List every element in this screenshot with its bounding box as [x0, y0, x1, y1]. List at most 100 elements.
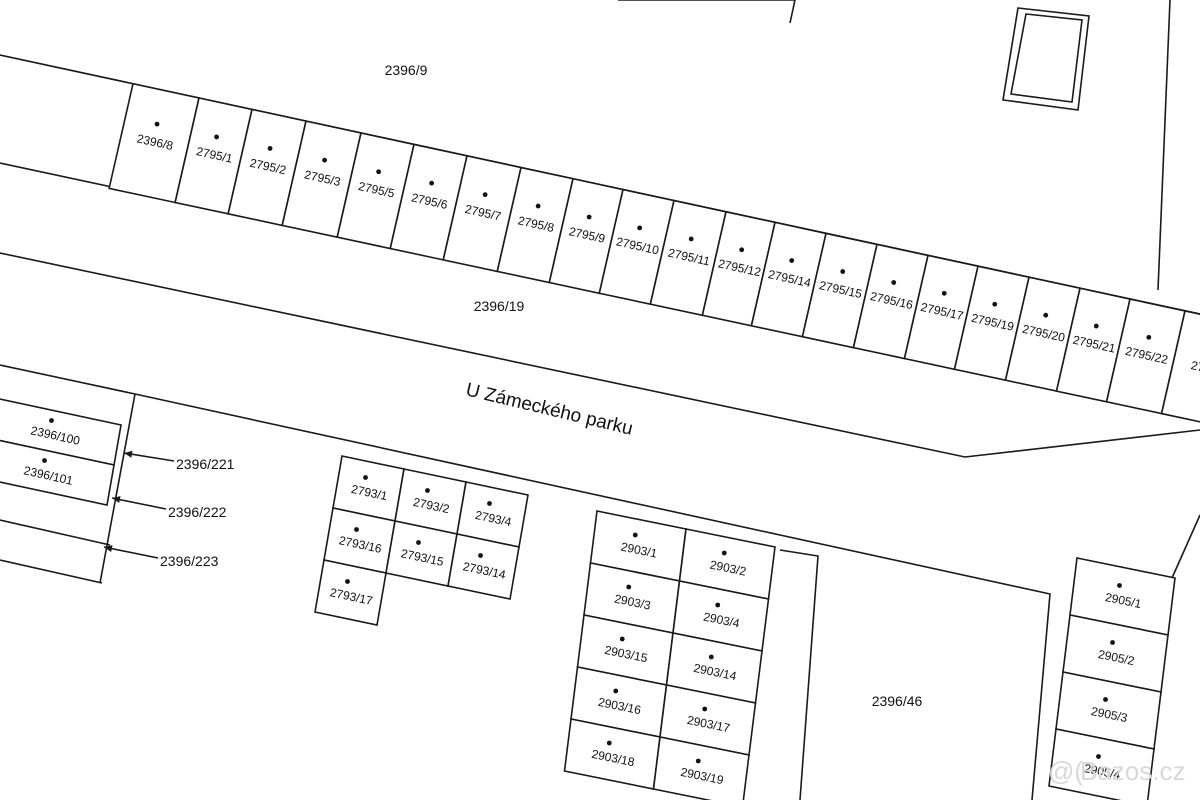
parcel-2793-2[interactable]: 2793/2	[394, 468, 467, 535]
parcel-marker	[478, 553, 483, 558]
parcel-marker	[637, 225, 643, 231]
parcel-2795-17[interactable]: 2795/17	[903, 254, 979, 371]
parcel-2795-10[interactable]: 2795/10	[598, 188, 675, 306]
parcel-marker	[363, 475, 368, 480]
parcel-marker	[721, 550, 727, 556]
area-label-2396-9: 2396/9	[385, 62, 428, 78]
parcel-2795-9[interactable]: 2795/9	[548, 177, 624, 295]
arrow-head-icon	[112, 496, 121, 504]
pointer-arrow	[103, 546, 159, 559]
pointer-label-2396-223: 2396/223	[160, 553, 219, 569]
parcel-marker	[376, 169, 382, 175]
parcel-2795-21[interactable]: 2795/21	[1055, 287, 1131, 403]
parcel-marker	[992, 301, 998, 307]
parcel-marker	[535, 203, 541, 209]
parcel-2903-4[interactable]: 2903/4	[672, 580, 770, 652]
parcel-2795-8[interactable]: 2795/8	[496, 166, 574, 284]
boundary-line	[0, 519, 111, 546]
boundary-line	[779, 549, 819, 800]
parcel-marker	[1117, 583, 1122, 588]
parcel-marker	[1146, 334, 1152, 340]
parcel-2396-101[interactable]: 2396/101	[0, 438, 115, 506]
parcel-marker	[1096, 754, 1101, 759]
parcel-marker	[702, 706, 708, 712]
parcel-2905-1[interactable]: 2905/1	[1069, 557, 1176, 636]
parcel-marker	[941, 290, 947, 296]
parcel-marker	[619, 636, 625, 642]
parcel-2795[interactable]: 2795	[1160, 310, 1200, 426]
parcel-marker	[632, 532, 638, 538]
parcel-marker	[42, 458, 47, 463]
parcel-boundary	[652, 736, 750, 800]
parcel-marker	[1103, 697, 1108, 702]
parcel-marker	[891, 280, 897, 285]
parcel-marker	[429, 180, 435, 186]
parcel-2905-4[interactable]: 2905/4	[1048, 728, 1155, 800]
parcel-marker	[322, 157, 327, 163]
parcel-marker	[715, 602, 721, 608]
parcel-marker	[606, 740, 612, 746]
boundary-line	[0, 559, 103, 584]
parcel-marker	[482, 192, 488, 198]
parcel-marker	[214, 134, 219, 140]
parcel-marker	[1043, 312, 1049, 318]
boundary-line	[618, 0, 796, 24]
area-label-2396-19: 2396/19	[474, 298, 525, 314]
arrow-head-icon	[124, 450, 133, 458]
pointer-label-2396-221: 2396/221	[176, 456, 235, 472]
parcel-2795-16[interactable]: 2795/16	[852, 243, 929, 360]
parcel-marker	[416, 540, 421, 545]
parcel-2905-2[interactable]: 2905/2	[1062, 614, 1169, 693]
parcel-2903-17[interactable]: 2903/17	[659, 684, 757, 756]
parcel-2396-100[interactable]: 2396/100	[0, 398, 122, 466]
parcel-2795-22[interactable]: 2795/22	[1105, 298, 1186, 415]
parcel-boundary	[1048, 728, 1155, 800]
parcel-2795-11[interactable]: 2795/11	[649, 199, 727, 317]
boundary-line	[0, 364, 1051, 800]
pointer-arrow	[111, 497, 167, 510]
parcel-2903-3[interactable]: 2903/3	[583, 562, 681, 634]
parcel-plots: 2396/82795/12795/22795/32795/52795/62795…	[0, 82, 1200, 800]
parcel-marker	[626, 584, 632, 590]
area-label-2396-46: 2396/46	[872, 693, 923, 709]
parcel-2795-15[interactable]: 2795/15	[801, 232, 878, 349]
parcel-label: 2795	[1190, 358, 1200, 378]
parcel-boundary	[314, 559, 387, 626]
parcel-marker	[1093, 323, 1099, 329]
watermark-logo-icon: @(	[1048, 756, 1083, 786]
parcel-marker	[49, 418, 54, 423]
arrow-head-icon	[104, 545, 113, 553]
building-outline	[1002, 7, 1090, 111]
parcel-2793-17[interactable]: 2793/17	[314, 559, 387, 626]
boundary-line	[1157, 0, 1171, 291]
parcel-boundary	[0, 439, 115, 506]
parcel-marker	[354, 527, 359, 532]
pointer-label-2396-222: 2396/222	[168, 504, 227, 520]
parcel-boundary	[447, 533, 520, 600]
parcel-2903-19[interactable]: 2903/19	[652, 736, 750, 800]
parcel-marker	[739, 247, 745, 253]
parcel-boundary	[1160, 310, 1200, 423]
parcel-marker	[267, 146, 273, 151]
parcel-marker	[708, 654, 714, 660]
parcel-2795-3[interactable]: 2795/3	[281, 120, 362, 239]
parcel-2795-7[interactable]: 2795/7	[442, 154, 522, 273]
pointer-arrow	[123, 452, 175, 462]
parcel-2795-6[interactable]: 2795/6	[389, 143, 468, 261]
parcel-2793-14[interactable]: 2793/14	[447, 533, 520, 600]
parcel-2795-5[interactable]: 2795/5	[336, 132, 415, 250]
building-inner	[1010, 13, 1083, 103]
watermark: Bazos.cz	[1080, 756, 1186, 786]
parcel-2903-2[interactable]: 2903/2	[678, 528, 776, 600]
parcel-marker	[425, 488, 430, 493]
boundary-line	[99, 393, 136, 584]
parcel-2795-1[interactable]: 2795/1	[174, 97, 253, 215]
parcel-2793-1[interactable]: 2793/1	[332, 455, 405, 522]
parcel-2396-8[interactable]: 2396/8	[108, 82, 200, 204]
parcel-2795-19[interactable]: 2795/19	[953, 265, 1030, 382]
parcel-marker	[487, 501, 492, 506]
street-name-label: U Zámeckého parku	[464, 379, 635, 439]
parcel-marker	[345, 579, 350, 584]
parcel-marker	[695, 758, 701, 764]
